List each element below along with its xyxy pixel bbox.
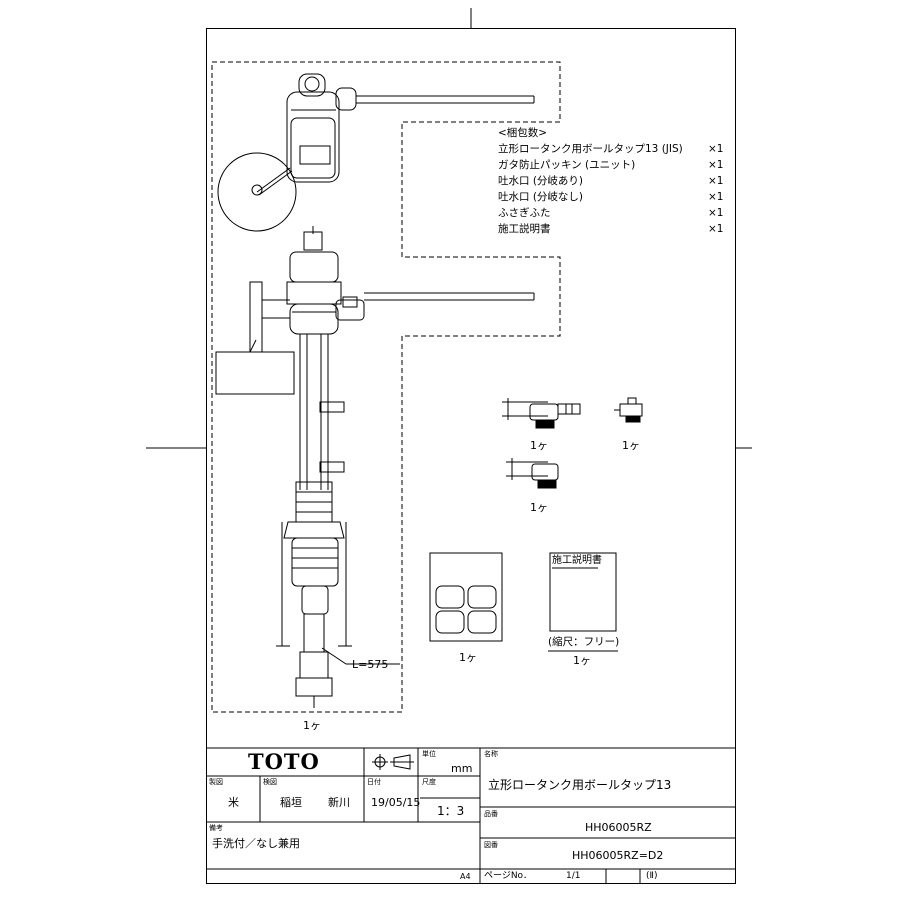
remarks-value: 手洗付／なし兼用 [212,837,300,850]
date-value: 19/05/15 [371,796,421,809]
packing-item-name: ガタ防止パッキン (ユニット) [498,159,636,171]
packing-item-qty: ×1 [708,159,724,171]
design-label: 製図 [209,778,223,786]
check-label: 検図 [263,778,277,786]
packing-item-name: 施工説明書 [498,223,551,235]
manual-qty: 1ヶ [573,654,591,667]
drawing-no-label: 図番 [484,841,498,849]
manual-title: 施工説明書 [552,555,602,566]
unit-label: 単位 [422,750,436,758]
page-label: ページNo． [484,871,533,881]
packing-item-name: 吐水口 (分岐あり) [498,175,584,187]
revision-mark: (Ⅱ) [646,871,658,881]
packing-item-name: 立形ロータンク用ボールタップ13 (JIS) [498,143,683,155]
packing-item-qty: ×1 [708,223,724,235]
packing-list-heading: <梱包数> [498,127,548,139]
page-value: 1/1 [566,871,581,881]
drawing-number: HH06005RZ=D2 [572,849,664,862]
scale-label: 尺度 [422,778,436,786]
part-no-label: 品番 [484,810,498,818]
date-label: 日付 [367,778,381,786]
part-number: HH06005RZ [585,821,652,834]
packing-item-name: ふさぎふた [498,207,551,219]
unit-value: mm [451,762,473,775]
packing-item-name: 吐水口 (分岐なし) [498,191,584,203]
paper-size: A4 [460,872,471,881]
spout-nobranch-qty: 1ヶ [530,501,548,514]
packing-item-qty: ×1 [708,207,724,219]
dimension-label: L=575 [352,658,389,671]
name-label: 名称 [484,750,498,758]
product-name: 立形ロータンク用ボールタップ13 [488,778,672,792]
drawing-frame [206,28,736,884]
remarks-label: 備考 [209,824,223,832]
packing-item-qty: ×1 [708,175,724,187]
gasket-qty: 1ヶ [459,651,477,664]
designer-name: 米 [228,796,239,809]
scale-value: 1：3 [437,804,465,818]
packing-item-qty: ×1 [708,191,724,203]
spout-branch-qty: 1ヶ [530,439,548,452]
company-logo: TOTO [248,749,320,774]
manual-scale: (縮尺：フリー) [548,636,620,648]
checker-name: 稲垣 [280,796,302,809]
checker-name: 新川 [328,796,350,809]
packing-item-qty: ×1 [708,143,724,155]
main-assembly-qty: 1ヶ [303,719,321,732]
cap-qty: 1ヶ [622,439,640,452]
